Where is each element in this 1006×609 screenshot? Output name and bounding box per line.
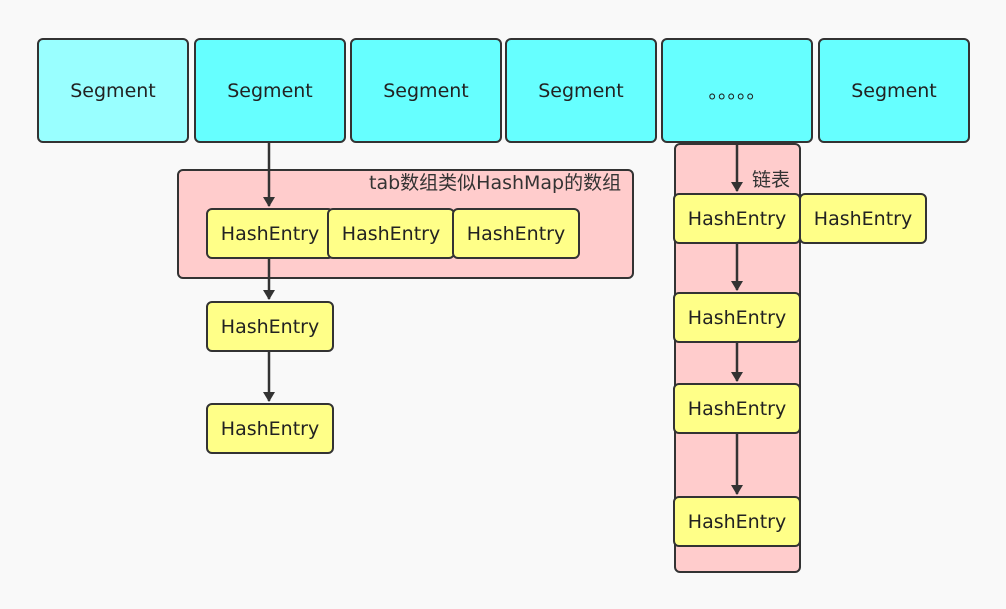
hash-entry-node: HashEntry [327,208,455,259]
hash-entry-node: HashEntry [206,301,334,352]
segment-node: Segment [350,38,502,143]
hash-entry-node: HashEntry [452,208,580,259]
hash-entry-node: HashEntry [673,496,801,547]
segment-node: Segment [194,38,346,143]
hash-entry-node: HashEntry [673,292,801,343]
hash-entry-node: HashEntry [206,403,334,454]
hash-entry-node: HashEntry [799,193,927,244]
table-array-label: tab数组类似HashMap的数组 [369,172,622,194]
segment-ellipsis-node: 。。。。。 [661,38,813,143]
segment-node: Segment [37,38,189,143]
hash-entry-node: HashEntry [206,208,334,259]
segment-node: Segment [818,38,970,143]
hash-entry-node: HashEntry [673,193,801,244]
linked-list-label: 链表 [752,169,791,191]
hash-entry-node: HashEntry [673,383,801,434]
segment-node: Segment [505,38,657,143]
